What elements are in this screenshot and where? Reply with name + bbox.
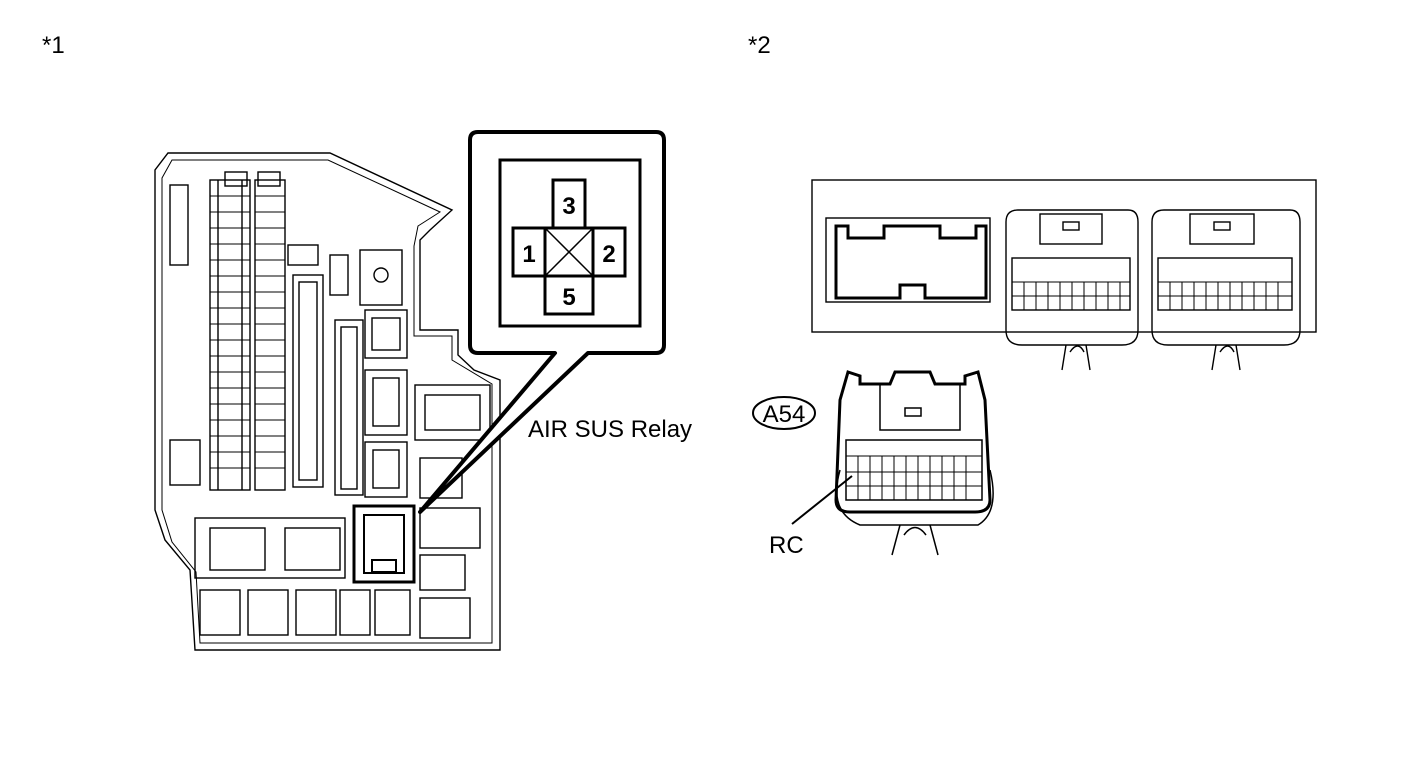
- rc-pointer-line: [791, 475, 853, 525]
- fuse-column-left: [209, 179, 251, 491]
- a54-connector: [791, 370, 994, 556]
- ecu-connector-right: [1151, 209, 1301, 371]
- relay-block: [154, 152, 501, 651]
- a54-connector-housing: [834, 370, 992, 514]
- air-sus-relay: [352, 504, 416, 584]
- pin-label-rc: RC: [769, 532, 804, 559]
- callout-bubble: [418, 130, 666, 514]
- terminal-1: 1: [522, 241, 535, 268]
- relay-name-label: AIR SUS Relay: [528, 416, 693, 443]
- relay-terminal-callout: 3 1 2 5: [418, 130, 666, 514]
- fuse-row-bottom: [199, 589, 411, 636]
- terminal-2: 2: [602, 241, 615, 268]
- relay-block-outline: [154, 152, 501, 651]
- ecu-connector-panel: [811, 179, 1317, 371]
- air-sus-relay-body: [352, 504, 416, 584]
- fuse-column-right: [254, 179, 286, 491]
- a54-tag: A54: [752, 396, 816, 430]
- terminal-3: 3: [562, 193, 575, 220]
- connector-code: A54: [763, 401, 806, 428]
- panel-marker-2: *2: [748, 32, 771, 59]
- ecu-connector-middle: [1005, 209, 1139, 371]
- terminal-5: 5: [562, 284, 575, 311]
- panel-marker-1: *1: [42, 32, 65, 59]
